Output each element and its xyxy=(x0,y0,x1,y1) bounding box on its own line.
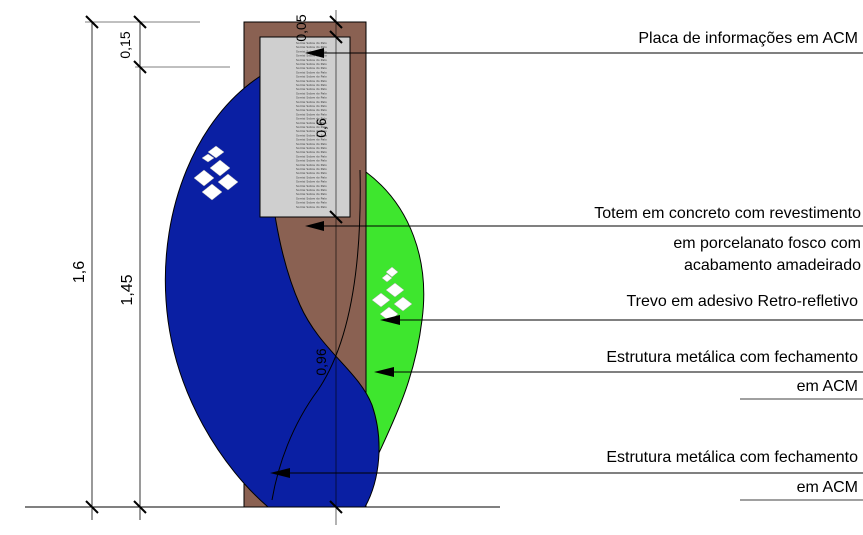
plate-text-line: Sorrisi Sobre do Palo xyxy=(296,201,327,205)
leader-plate xyxy=(305,48,863,58)
plate-text-line: Sorrisi Sobre do Palo xyxy=(296,138,327,142)
structure-wire xyxy=(271,169,361,501)
dim-ticks xyxy=(85,15,343,514)
dim-body: 1,45 xyxy=(119,274,136,305)
plate-text-line: Sorrisi Sobre do Palo xyxy=(296,100,327,104)
label-structure-a-2: em ACM xyxy=(797,378,858,395)
plate-text-line: Sorrisi Sobre do Palo xyxy=(296,41,327,45)
label-totem-1: Totem em concreto com revestimento xyxy=(594,205,861,222)
plate-text-line: Sorrisi Sobre do Palo xyxy=(296,163,327,167)
clover-icon xyxy=(193,145,239,201)
plate-text-line: Sorrisi Sobre do Palo xyxy=(296,58,327,62)
clover-icon xyxy=(371,266,413,322)
plate-text-line: Sorrisi Sobre do Palo xyxy=(296,112,327,116)
label-plate: Placa de informações em ACM xyxy=(638,30,858,47)
blue-leaf xyxy=(164,74,380,508)
plate-text-line: Sorrisi Sobre do Palo xyxy=(296,54,327,58)
plate-text-line: Sorrisi Sobre do Palo xyxy=(296,188,327,192)
plate-text-line: Sorrisi Sobre do Palo xyxy=(296,142,327,146)
plate-text-line: Sorrisi Sobre do Palo xyxy=(296,87,327,91)
plate-text-line: Sorrisi Sobre do Palo xyxy=(296,125,327,129)
plate-text-line: Sorrisi Sobre do Palo xyxy=(296,167,327,171)
plate-text-line: Sorrisi Sobre do Palo xyxy=(296,205,327,209)
label-structure-b-1: Estrutura metálica com fechamento xyxy=(606,449,858,466)
dim-total: 1,6 xyxy=(71,261,88,283)
label-structure-b-2: em ACM xyxy=(797,479,858,496)
plate-text-line: Sorrisi Sobre do Palo xyxy=(296,129,327,133)
plate-text-line: Sorrisi Sobre do Palo xyxy=(296,117,327,121)
plate-text-line: Sorrisi Sobre do Palo xyxy=(296,66,327,70)
dim-plate-height: 0,6 xyxy=(313,118,329,138)
dim-plate-margin: 0,05 xyxy=(293,14,309,41)
plate-text-line: Sorrisi Sobre do Palo xyxy=(296,83,327,87)
plate-text-line: Sorrisi Sobre do Palo xyxy=(296,180,327,184)
plate-text-line: Sorrisi Sobre do Palo xyxy=(296,146,327,150)
leader-structure-b xyxy=(270,468,863,478)
leader-structure-a xyxy=(374,367,863,377)
plate-text-line: Sorrisi Sobre do Palo xyxy=(296,79,327,83)
plate-text-line: Sorrisi Sobre do Palo xyxy=(296,175,327,179)
label-totem-3: acabamento amadeirado xyxy=(684,257,861,274)
leader-totem xyxy=(305,221,863,231)
plate-text-line: Sorrisi Sobre do Palo xyxy=(296,121,327,125)
label-clover: Trevo em adesivo Retro-refletivo xyxy=(627,293,859,310)
plate-text-line: Sorrisi Sobre do Palo xyxy=(296,192,327,196)
plate-text-line: Sorrisi Sobre do Palo xyxy=(296,96,327,100)
plate-text-line: Sorrisi Sobre do Palo xyxy=(296,171,327,175)
label-totem-2: em porcelanato fosco com xyxy=(673,235,861,252)
dim-leaf-height: 0,96 xyxy=(313,348,329,375)
plate-text-line: Sorrisi Sobre do Palo xyxy=(296,150,327,154)
plate-text-line: Sorrisi Sobre do Palo xyxy=(296,70,327,74)
plate-text-line: Sorrisi Sobre do Palo xyxy=(296,108,327,112)
leader-clover xyxy=(380,315,863,325)
plate-text-line: Sorrisi Sobre do Palo xyxy=(296,45,327,49)
plate-text-line: Sorrisi Sobre do Palo xyxy=(296,159,327,163)
dim-top-gap: 0,15 xyxy=(117,31,133,58)
label-structure-a-1: Estrutura metálica com fechamento xyxy=(606,349,858,366)
plate-text-line: Sorrisi Sobre do Palo xyxy=(296,91,327,95)
plate-text-line: Sorrisi Sobre do Palo xyxy=(296,184,327,188)
plate-text-line: Sorrisi Sobre do Palo xyxy=(296,154,327,158)
plate-text-line: Sorrisi Sobre do Palo xyxy=(296,62,327,66)
plate-text-line: Sorrisi Sobre do Palo xyxy=(296,196,327,200)
plate-text-line: Sorrisi Sobre do Palo xyxy=(296,104,327,108)
plate-text-line: Sorrisi Sobre do Palo xyxy=(296,75,327,79)
info-plate xyxy=(259,36,351,218)
plate-text-line: Sorrisi Sobre do Palo xyxy=(296,133,327,137)
